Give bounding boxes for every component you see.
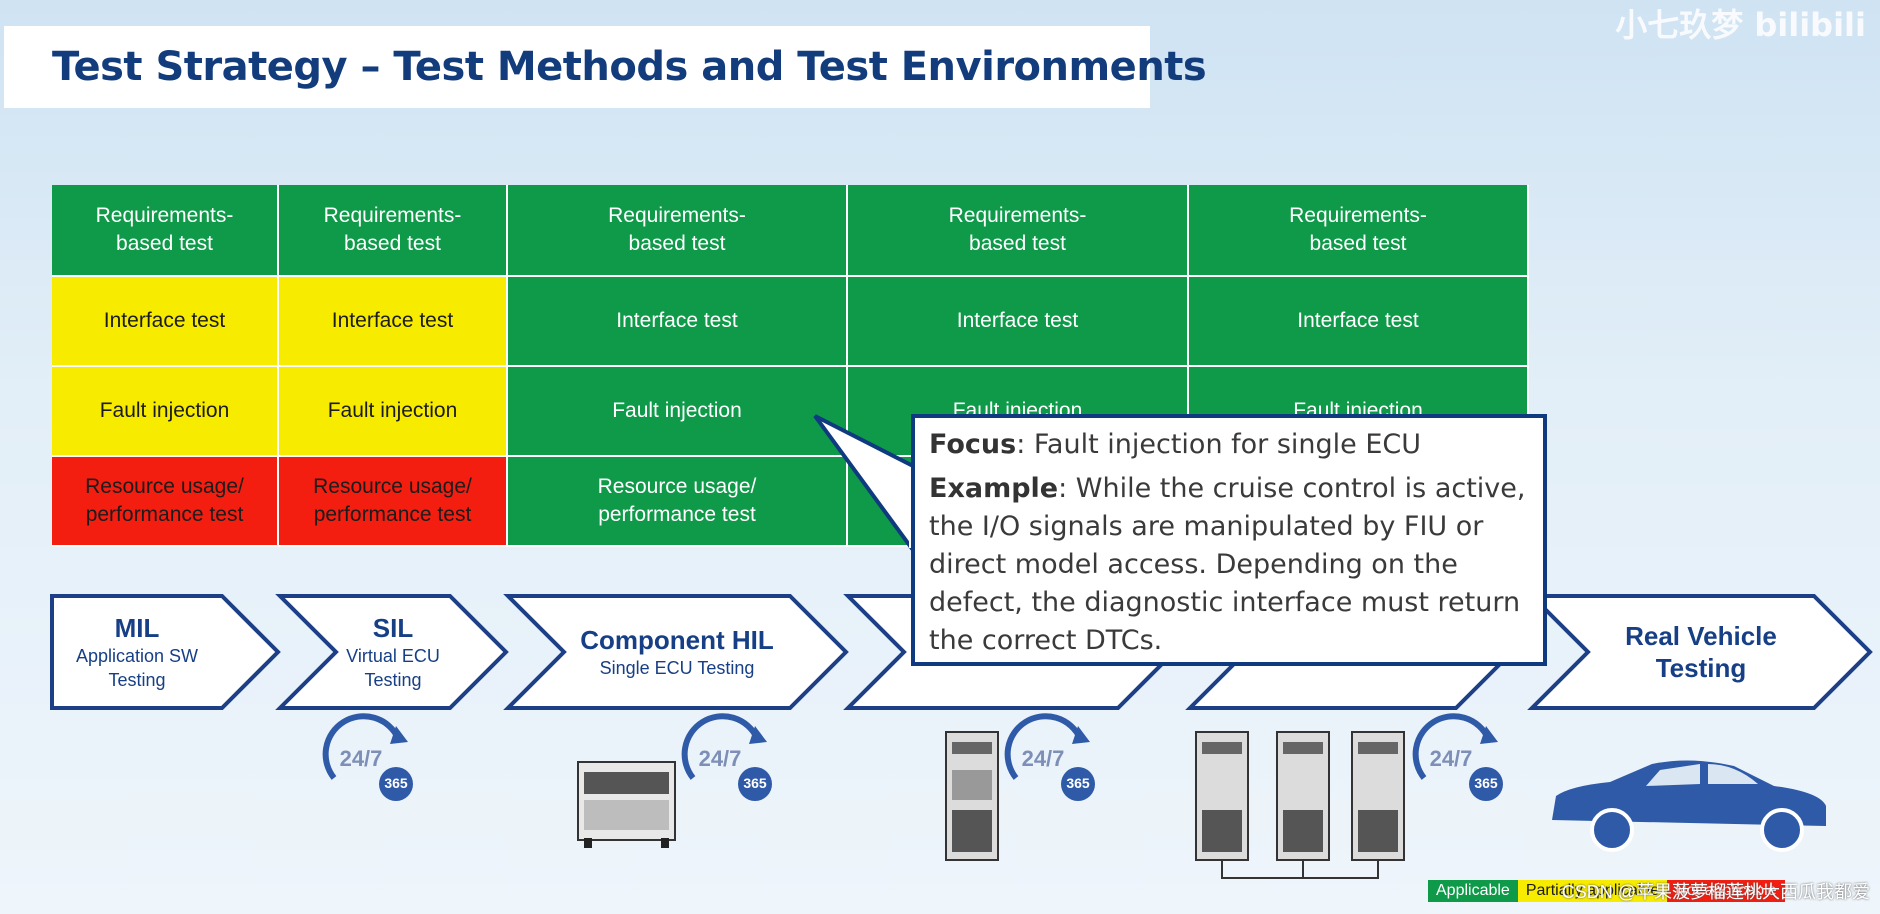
callout-example-text: : While the cruise control is active, th… xyxy=(929,473,1526,656)
car-icon xyxy=(1552,760,1826,852)
uptime-badge-label: 24/7 xyxy=(698,746,742,771)
environment-chevron xyxy=(503,594,849,710)
matrix-cell: Resource usage/ performance test xyxy=(279,457,508,547)
matrix-cell: Resource usage/ performance test xyxy=(52,457,279,547)
matrix-cell: Fault injection xyxy=(508,367,848,457)
hil-testbench-icon xyxy=(577,761,676,848)
environment-chevron xyxy=(50,594,281,710)
matrix-cell: Fault injection xyxy=(52,367,279,457)
matrix-cell: Resource usage/ performance test xyxy=(508,457,848,547)
uptime-badge-label: 24/7 xyxy=(1429,746,1473,771)
uptime-badge-days: 365 xyxy=(1066,775,1090,791)
matrix-cell: Interface test xyxy=(279,277,508,367)
matrix-cell: Interface test xyxy=(1189,277,1529,367)
matrix-cell: Requirements- based test xyxy=(1189,185,1529,277)
fault-injection-callout: Focus: Fault injection for single ECU Ex… xyxy=(911,414,1547,666)
uptime-badge-icon xyxy=(1412,713,1503,801)
matrix-cell: Interface test xyxy=(848,277,1189,367)
environment-description: Virtual ECU Testing xyxy=(346,646,440,690)
callout-focus-label: Focus xyxy=(929,429,1017,460)
slide-title: Test Strategy – Test Methods and Test En… xyxy=(52,44,1207,90)
matrix-cell: Requirements- based test xyxy=(279,185,508,277)
uptime-badge-icon xyxy=(322,713,413,801)
credit-watermark: CSDN @苹果菠萝榴莲桃大西瓜我都爱 xyxy=(1561,882,1870,902)
callout-focus-text: : Fault injection for single ECU xyxy=(1016,429,1422,460)
legend-item: Applicable xyxy=(1428,880,1518,902)
legend-item: Not applicable xyxy=(1667,880,1785,902)
matrix-cell: Fault injection xyxy=(279,367,508,457)
environment-chevron xyxy=(1527,594,1873,710)
environment-label: Component HIL Single ECU Testing xyxy=(544,624,810,680)
title-bar xyxy=(4,26,1150,108)
uptime-badge-days: 365 xyxy=(384,775,408,791)
uptime-badge-days: 365 xyxy=(1474,775,1498,791)
matrix-cell: Interface test xyxy=(508,277,848,367)
watermark: 小七玖梦 bilibili xyxy=(1615,6,1866,44)
uptime-badge-label: 24/7 xyxy=(1021,746,1065,771)
environment-name: Real Vehicle Testing xyxy=(1625,621,1777,683)
matrix-cell: Requirements- based test xyxy=(508,185,848,277)
uptime-badge-icon xyxy=(681,713,772,801)
testbench-racks-icon xyxy=(1195,731,1405,879)
environment-chevron xyxy=(275,594,509,710)
matrix-cell: Requirements- based test xyxy=(848,185,1189,277)
matrix-cell: Interface test xyxy=(52,277,279,367)
matrix-cell: Requirements- based test xyxy=(52,185,279,277)
uptime-badge-days: 365 xyxy=(743,775,767,791)
environment-description: Single ECU Testing xyxy=(599,658,755,678)
environment-name: Component HIL xyxy=(580,625,774,655)
ecu-system-rack-icon xyxy=(945,731,999,861)
callout-example-label: Example xyxy=(929,473,1059,504)
environment-description: Application SW Testing xyxy=(75,646,199,690)
uptime-badge-icon xyxy=(1004,713,1095,801)
environment-name: SIL xyxy=(372,613,414,643)
environment-label: Real Vehicle Testing xyxy=(1568,620,1834,684)
uptime-badge-label: 24/7 xyxy=(339,746,383,771)
legend-item: Partially applicable xyxy=(1517,880,1668,902)
environment-name: MIL xyxy=(114,613,160,643)
